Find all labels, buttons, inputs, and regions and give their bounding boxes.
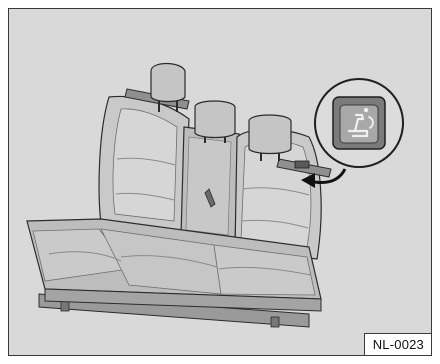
figure-frame: NL-0023	[8, 8, 432, 356]
lever-detail-inset	[315, 79, 403, 167]
fold-lever-button	[295, 161, 309, 168]
rear-seat-illustration	[9, 9, 432, 356]
backrest-middle	[181, 127, 239, 244]
headrest-middle	[195, 101, 235, 143]
figure-code-label: NL-0023	[364, 333, 431, 355]
backrest-left	[99, 89, 189, 234]
